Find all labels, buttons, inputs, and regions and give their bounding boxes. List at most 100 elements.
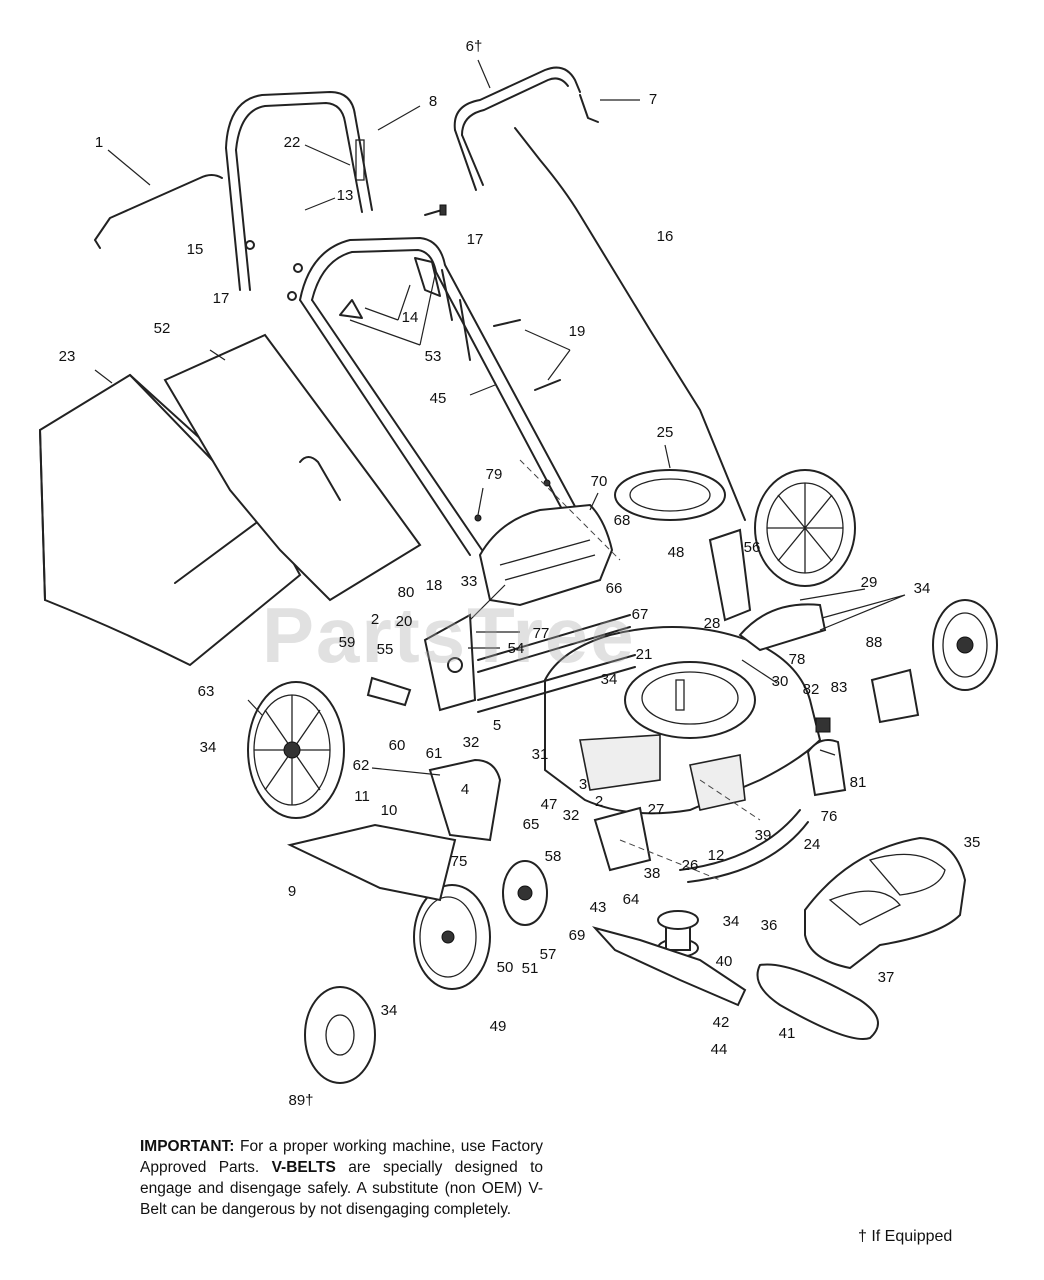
callout-88: 88	[865, 634, 883, 651]
mower-blade	[591, 926, 747, 1007]
callout-32a: 32	[462, 734, 480, 751]
callout-57: 57	[539, 946, 557, 963]
callout-12: 12	[707, 847, 725, 864]
callout-60: 60	[388, 737, 406, 754]
callout-77: 77	[532, 625, 550, 642]
important-note: IMPORTANT: For a proper working machine,…	[140, 1136, 543, 1220]
lower-handle	[299, 237, 586, 556]
callout-30: 30	[771, 673, 789, 690]
callout-23: 23	[58, 348, 76, 365]
callout-38: 38	[643, 865, 661, 882]
if-equipped-footnote: † If Equipped	[858, 1228, 953, 1245]
callout-80: 80	[397, 584, 415, 601]
callout-76: 76	[820, 808, 838, 825]
callout-54: 54	[507, 640, 525, 657]
callout-68: 68	[613, 512, 631, 529]
callout-37: 37	[877, 969, 895, 986]
callout-28: 28	[703, 615, 721, 632]
upper-handle	[225, 91, 373, 291]
v-belt	[756, 963, 879, 1040]
callout-64: 64	[622, 891, 640, 908]
callout-18: 18	[425, 577, 443, 594]
front-wheel-right	[932, 599, 998, 691]
callout-66: 66	[605, 580, 623, 597]
note-body-1: For a proper working machine, use Factor…	[140, 1138, 543, 1176]
callout-29: 29	[860, 574, 878, 591]
callout-26: 26	[681, 857, 699, 874]
callout-11: 11	[354, 788, 370, 805]
callout-8: 8	[428, 93, 438, 110]
front-wheel-left	[413, 884, 491, 990]
callout-6: 6†	[465, 38, 483, 55]
rear-axle	[477, 614, 636, 713]
control-cable	[514, 127, 746, 521]
bail-handle	[453, 66, 599, 191]
callout-65: 65	[522, 816, 540, 833]
note-vbelts: V-BELTS	[271, 1159, 336, 1176]
callout-33: 33	[460, 573, 478, 590]
callout-19: 19	[568, 323, 586, 340]
belt-cover	[804, 836, 967, 970]
callout-81: 81	[849, 774, 867, 791]
callout-24: 24	[803, 836, 821, 853]
callout-45: 45	[429, 390, 447, 407]
callout-62: 62	[352, 757, 370, 774]
callout-61: 61	[425, 745, 443, 762]
callout-17b: 17	[212, 290, 230, 307]
side-discharge-chute	[287, 823, 457, 902]
callout-42: 42	[712, 1014, 730, 1031]
callout-59: 59	[338, 634, 356, 651]
callout-82: 82	[802, 681, 820, 698]
bag-frame	[163, 333, 422, 602]
wheel-adjuster-disk	[502, 860, 548, 926]
leader-lines	[94, 59, 906, 776]
callout-32b: 32	[562, 807, 580, 824]
engine-ring	[614, 469, 726, 521]
rear-wheel-right	[754, 469, 856, 587]
callout-43: 43	[589, 899, 607, 916]
callout-78: 78	[788, 651, 806, 668]
callout-44: 44	[710, 1041, 728, 1058]
callout-40: 40	[715, 953, 733, 970]
callout-55: 55	[376, 641, 394, 658]
callout-9: 9	[287, 883, 297, 900]
mulch-plug	[428, 758, 502, 842]
callout-34e: 34	[380, 1002, 398, 1019]
callout-41: 41	[778, 1025, 796, 1042]
callout-21: 21	[635, 646, 653, 663]
note-body-2: are specially designed to engage and dis…	[140, 1159, 543, 1218]
callout-58: 58	[544, 848, 562, 865]
rear-deflector	[478, 503, 614, 607]
callout-50: 50	[496, 959, 514, 976]
callout-49: 49	[489, 1018, 507, 1035]
height-adjuster-left	[366, 613, 477, 712]
callout-67: 67	[631, 606, 649, 623]
callout-17a: 17	[466, 231, 484, 248]
note-lead: IMPORTANT:	[140, 1138, 235, 1155]
callout-1: 1	[94, 134, 104, 151]
callout-52: 52	[153, 320, 171, 337]
handle-rod	[94, 174, 223, 249]
callout-35: 35	[963, 834, 981, 851]
callout-63: 63	[197, 683, 215, 700]
callout-70: 70	[590, 473, 608, 490]
callout-34a: 34	[913, 580, 931, 597]
callout-34b: 34	[600, 671, 618, 688]
center-line	[519, 459, 761, 881]
callout-39: 39	[754, 827, 772, 844]
watermark: PartsTree	[262, 591, 636, 679]
callout-51: 51	[521, 960, 539, 977]
hardware-bolts	[245, 204, 561, 522]
height-adjuster-right	[593, 528, 752, 872]
callout-34d: 34	[722, 913, 740, 930]
callout-56: 56	[743, 539, 761, 556]
callout-20: 20	[395, 613, 413, 630]
front-baffle	[679, 809, 809, 883]
callout-36: 36	[760, 917, 778, 934]
callout-4: 4	[460, 781, 470, 798]
callout-27: 27	[647, 801, 665, 818]
callout-79: 79	[485, 466, 503, 483]
callout-75: 75	[450, 853, 468, 870]
callout-22: 22	[283, 134, 301, 151]
